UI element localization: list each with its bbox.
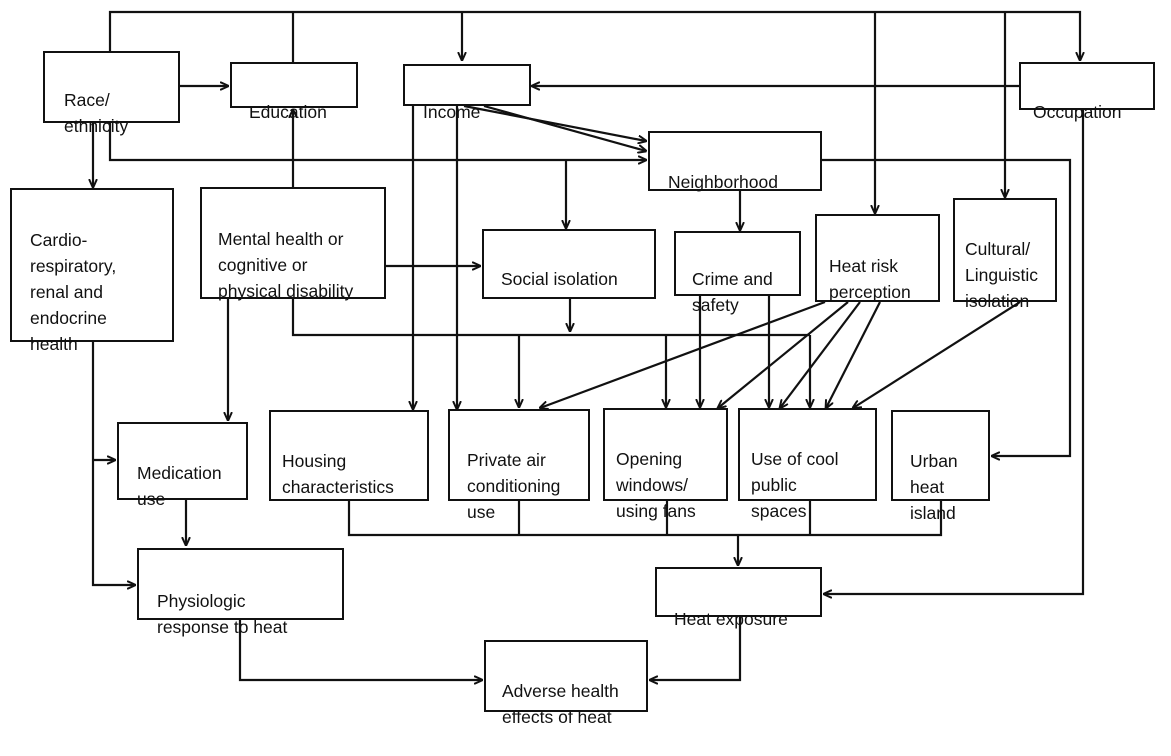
- node-neighborhood-label: Neighborhood: [668, 172, 778, 192]
- node-education-label: Education: [249, 102, 327, 122]
- node-physiologic-response: Physiologic response to heat: [137, 548, 344, 637]
- node-adverse-health-effects: Adverse health effects of heat: [484, 640, 648, 727]
- edge-heat-risk-to-private-ac: [540, 300, 826, 408]
- node-education: Education: [230, 62, 358, 122]
- node-neighborhood: Neighborhood: [648, 131, 822, 192]
- node-heat-exposure-label: Heat exposure: [674, 609, 788, 629]
- node-cardio-label: Cardio- respiratory, renal and endocrine…: [30, 230, 117, 354]
- edge-cultural-to-cool-public: [853, 301, 1021, 408]
- node-housing-characteristics: Housing characteristics: [269, 410, 429, 501]
- node-urban-heat-island-label: Urban heat island: [910, 451, 958, 523]
- node-income: Income: [403, 64, 531, 122]
- edge-income-to-neighborhood: [463, 104, 646, 141]
- connector-arrows: [0, 10, 1171, 720]
- node-private-air-conditioning: Private air conditioning use: [448, 409, 590, 522]
- node-adverse-health-effects-label: Adverse health effects of heat: [502, 681, 619, 727]
- edge-heat-risk-to-cool-public: [780, 301, 861, 408]
- node-medication-use: Medication use: [117, 422, 248, 509]
- node-social-isolation-label: Social isolation: [501, 269, 618, 289]
- node-social-isolation: Social isolation: [482, 229, 656, 299]
- node-opening-windows-fans: Opening windows/ using fans: [603, 408, 728, 521]
- node-mental-health-label: Mental health or cognitive or physical d…: [218, 229, 354, 301]
- node-race-ethnicity-label: Race/ ethnicity: [64, 90, 129, 136]
- node-race-ethnicity: Race/ ethnicity: [43, 51, 180, 136]
- node-opening-windows-fans-label: Opening windows/ using fans: [616, 449, 696, 521]
- edge-race-to-neighborhood: [108, 122, 646, 160]
- edge-top-trunk: [108, 10, 1080, 60]
- node-heat-risk-perception: Heat risk perception: [815, 214, 940, 302]
- edge-behaviors-bus: [347, 501, 943, 537]
- node-crime-safety: Crime and safety: [674, 231, 801, 315]
- node-physiologic-response-label: Physiologic response to heat: [157, 591, 288, 637]
- node-urban-heat-island: Urban heat island: [891, 410, 990, 523]
- node-cardio: Cardio- respiratory, renal and endocrine…: [10, 188, 174, 354]
- node-occupation-label: Occupation: [1033, 102, 1122, 122]
- edge-heat-risk-to-cool-public-2: [826, 301, 881, 408]
- node-crime-safety-label: Crime and safety: [692, 269, 773, 315]
- node-medication-use-label: Medication use: [137, 463, 222, 509]
- node-cool-public-spaces: Use of cool public spaces: [738, 408, 877, 521]
- edge-income-to-neighborhood-2: [483, 104, 646, 151]
- edge-physiologic-to-adverse: [238, 620, 482, 680]
- heat-health-framework-diagram: Race/ ethnicity Education Income Occupat…: [0, 10, 1171, 727]
- edge-cardio-to-physiologic: [91, 342, 135, 585]
- edge-heat-risk-to-windows: [718, 301, 849, 408]
- node-income-label: Income: [423, 102, 481, 122]
- node-occupation: Occupation: [1019, 62, 1155, 122]
- edge-bus-line: [291, 299, 810, 337]
- node-mental-health: Mental health or cognitive or physical d…: [200, 187, 386, 301]
- node-cultural-linguistic-isolation: Cultural/ Linguistic isolation: [953, 198, 1057, 311]
- node-housing-characteristics-label: Housing characteristics: [282, 451, 394, 497]
- node-cool-public-spaces-label: Use of cool public spaces: [751, 449, 839, 521]
- node-heat-exposure: Heat exposure: [655, 567, 822, 629]
- edge-heat-exposure-to-adverse: [650, 617, 742, 680]
- edge-occupation-to-heat-exposure: [824, 110, 1085, 594]
- node-heat-risk-perception-label: Heat risk perception: [829, 256, 911, 302]
- edge-neighborhood-to-urban-heat: [822, 158, 1072, 456]
- node-private-air-conditioning-label: Private air conditioning use: [467, 450, 561, 522]
- node-cultural-linguistic-isolation-label: Cultural/ Linguistic isolation: [965, 239, 1038, 311]
